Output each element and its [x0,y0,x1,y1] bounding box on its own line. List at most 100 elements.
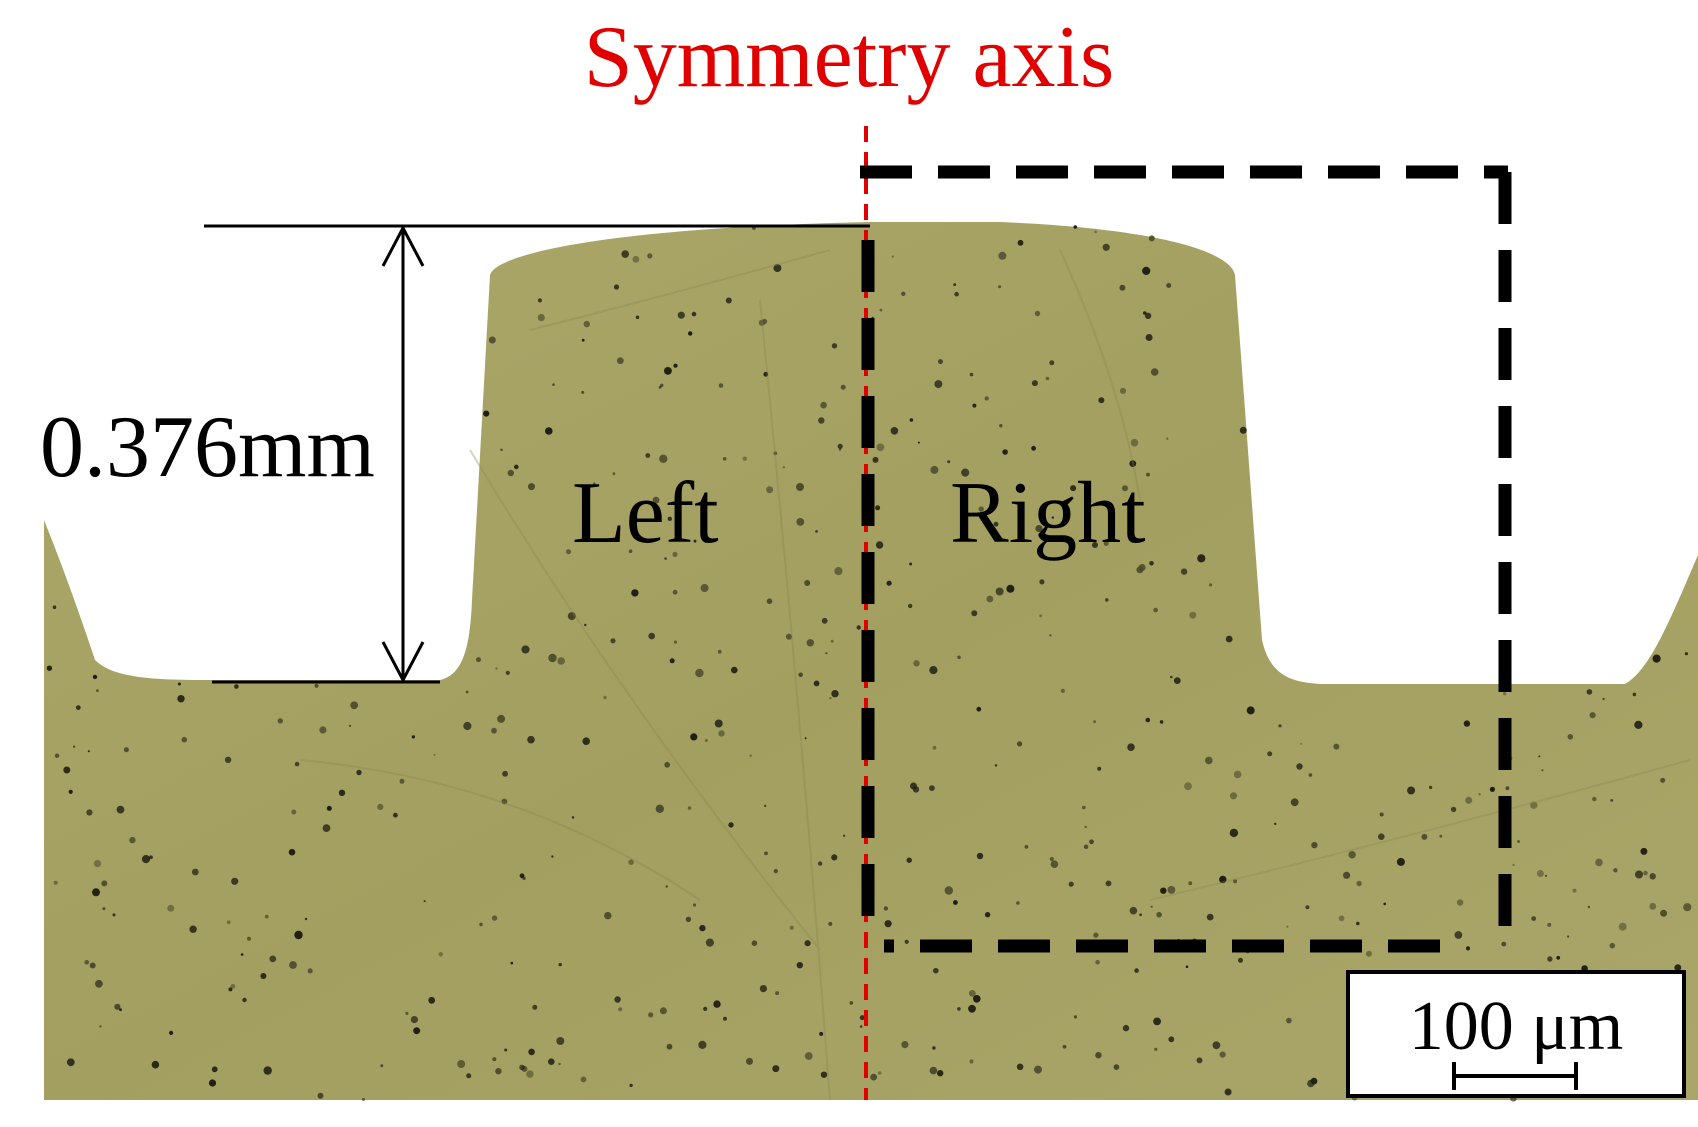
specimen-pore [953,283,957,286]
specimen-pore [796,518,805,526]
specimen-pore [1122,485,1128,492]
specimen-pore [558,1062,561,1066]
specimen-pore [1501,941,1507,947]
specimen-pore [500,448,503,452]
specimen-pore [659,1007,667,1015]
specimen-pore [1129,460,1137,467]
specimen-pore [1031,380,1038,387]
specimen-pore [1348,851,1356,859]
specimen-pore [722,457,727,461]
specimen-pore [234,684,239,689]
specimen-pore [929,785,935,791]
specimen-pore [831,854,838,861]
specimen-pore [1154,1047,1158,1051]
specimen-pore [491,727,497,734]
specimen-pore [1113,1064,1120,1070]
specimen-pore [1146,472,1150,477]
specimen-pore [548,653,557,663]
specimen-pore [933,967,939,974]
specimen-pore [1595,858,1603,867]
specimen-pore [149,855,153,860]
specimen-pore [818,417,825,424]
specimen-pore [604,911,612,920]
specimen-pore [393,812,398,818]
specimen-pore [189,925,197,933]
specimen-pore [937,1070,944,1077]
specimen-pore [348,724,352,727]
specimen-pore [618,1007,623,1012]
region-right-label: Right [950,465,1146,562]
specimen-pore [978,506,984,512]
specimen-pore [984,912,991,918]
specimen-pore [1189,611,1197,619]
specimen-pore [1150,905,1153,908]
specimen-pore [616,357,624,365]
specimen-pore [804,1052,813,1060]
specimen-pore [1049,360,1055,366]
specimen-pore [1465,796,1473,804]
specimen-pore [1290,798,1299,807]
specimen-pore [1587,905,1591,909]
specimen-pore [1311,841,1318,849]
specimen-pore [565,549,572,555]
specimen-pore [766,598,773,604]
specimen-pore [507,469,514,477]
specimen-pore [1684,652,1688,656]
specimen-pore [813,680,820,687]
specimen-pore [294,761,300,767]
specimen-pore [1095,1052,1102,1059]
specimen-pore [1170,675,1173,679]
specimen-pore [785,633,793,640]
specimen-pore [581,390,585,394]
specimen-pore [1454,931,1463,939]
specimen-pore [557,657,565,665]
specimen-pore [1145,717,1151,723]
specimen-pore [1017,239,1024,246]
specimen-pore [648,632,655,640]
specimen-pore [1185,965,1189,968]
specimen-pore [953,900,958,905]
specimen-pore [1512,863,1515,867]
specimen-pore [247,936,251,941]
specimen-pore [1167,886,1176,894]
specimen-pore [1097,766,1102,771]
symmetry-axis-title: Symmetry axis [583,9,1115,106]
specimen-pore [191,868,199,876]
specimen-pore [856,625,861,630]
specimen-pore [773,451,778,456]
specimen-pore [1156,911,1162,918]
specimen-pore [1649,902,1657,910]
specimen-pore [86,809,93,816]
specimen-pore [692,903,697,907]
specimen-pore [211,1066,218,1073]
specimen-pore [1016,901,1020,905]
specimen-pore [1024,845,1029,849]
specimen-pore [1465,946,1471,951]
specimen-pore [319,726,327,734]
specimen-pore [584,623,587,627]
specimen-pore [1396,857,1405,866]
specimen-pore [1153,607,1158,613]
specimen-pore [1238,957,1243,963]
specimen-pore [1127,743,1135,751]
specimen-pore [413,1027,421,1035]
specimen-pore [1073,225,1078,229]
specimen-pore [1338,915,1345,922]
specimen-pore [1674,964,1682,972]
specimen-pore [264,914,269,919]
specimen-pore [1083,844,1089,850]
specimen-pore [1034,310,1041,317]
specimen-pore [820,1071,828,1078]
specimen-pore [1547,922,1552,927]
specimen-pore [112,913,116,917]
specimen-pore [817,861,823,866]
specimen-pore [909,418,914,422]
specimen-pore [804,737,807,740]
specimen-pore [1166,283,1172,288]
specimen-pore [995,587,1004,596]
specimen-pore [537,298,543,303]
specimen-pore [718,730,725,737]
specimen-pore [95,979,103,988]
specimen-pore [1634,720,1643,730]
specimen-pore [1356,880,1362,887]
